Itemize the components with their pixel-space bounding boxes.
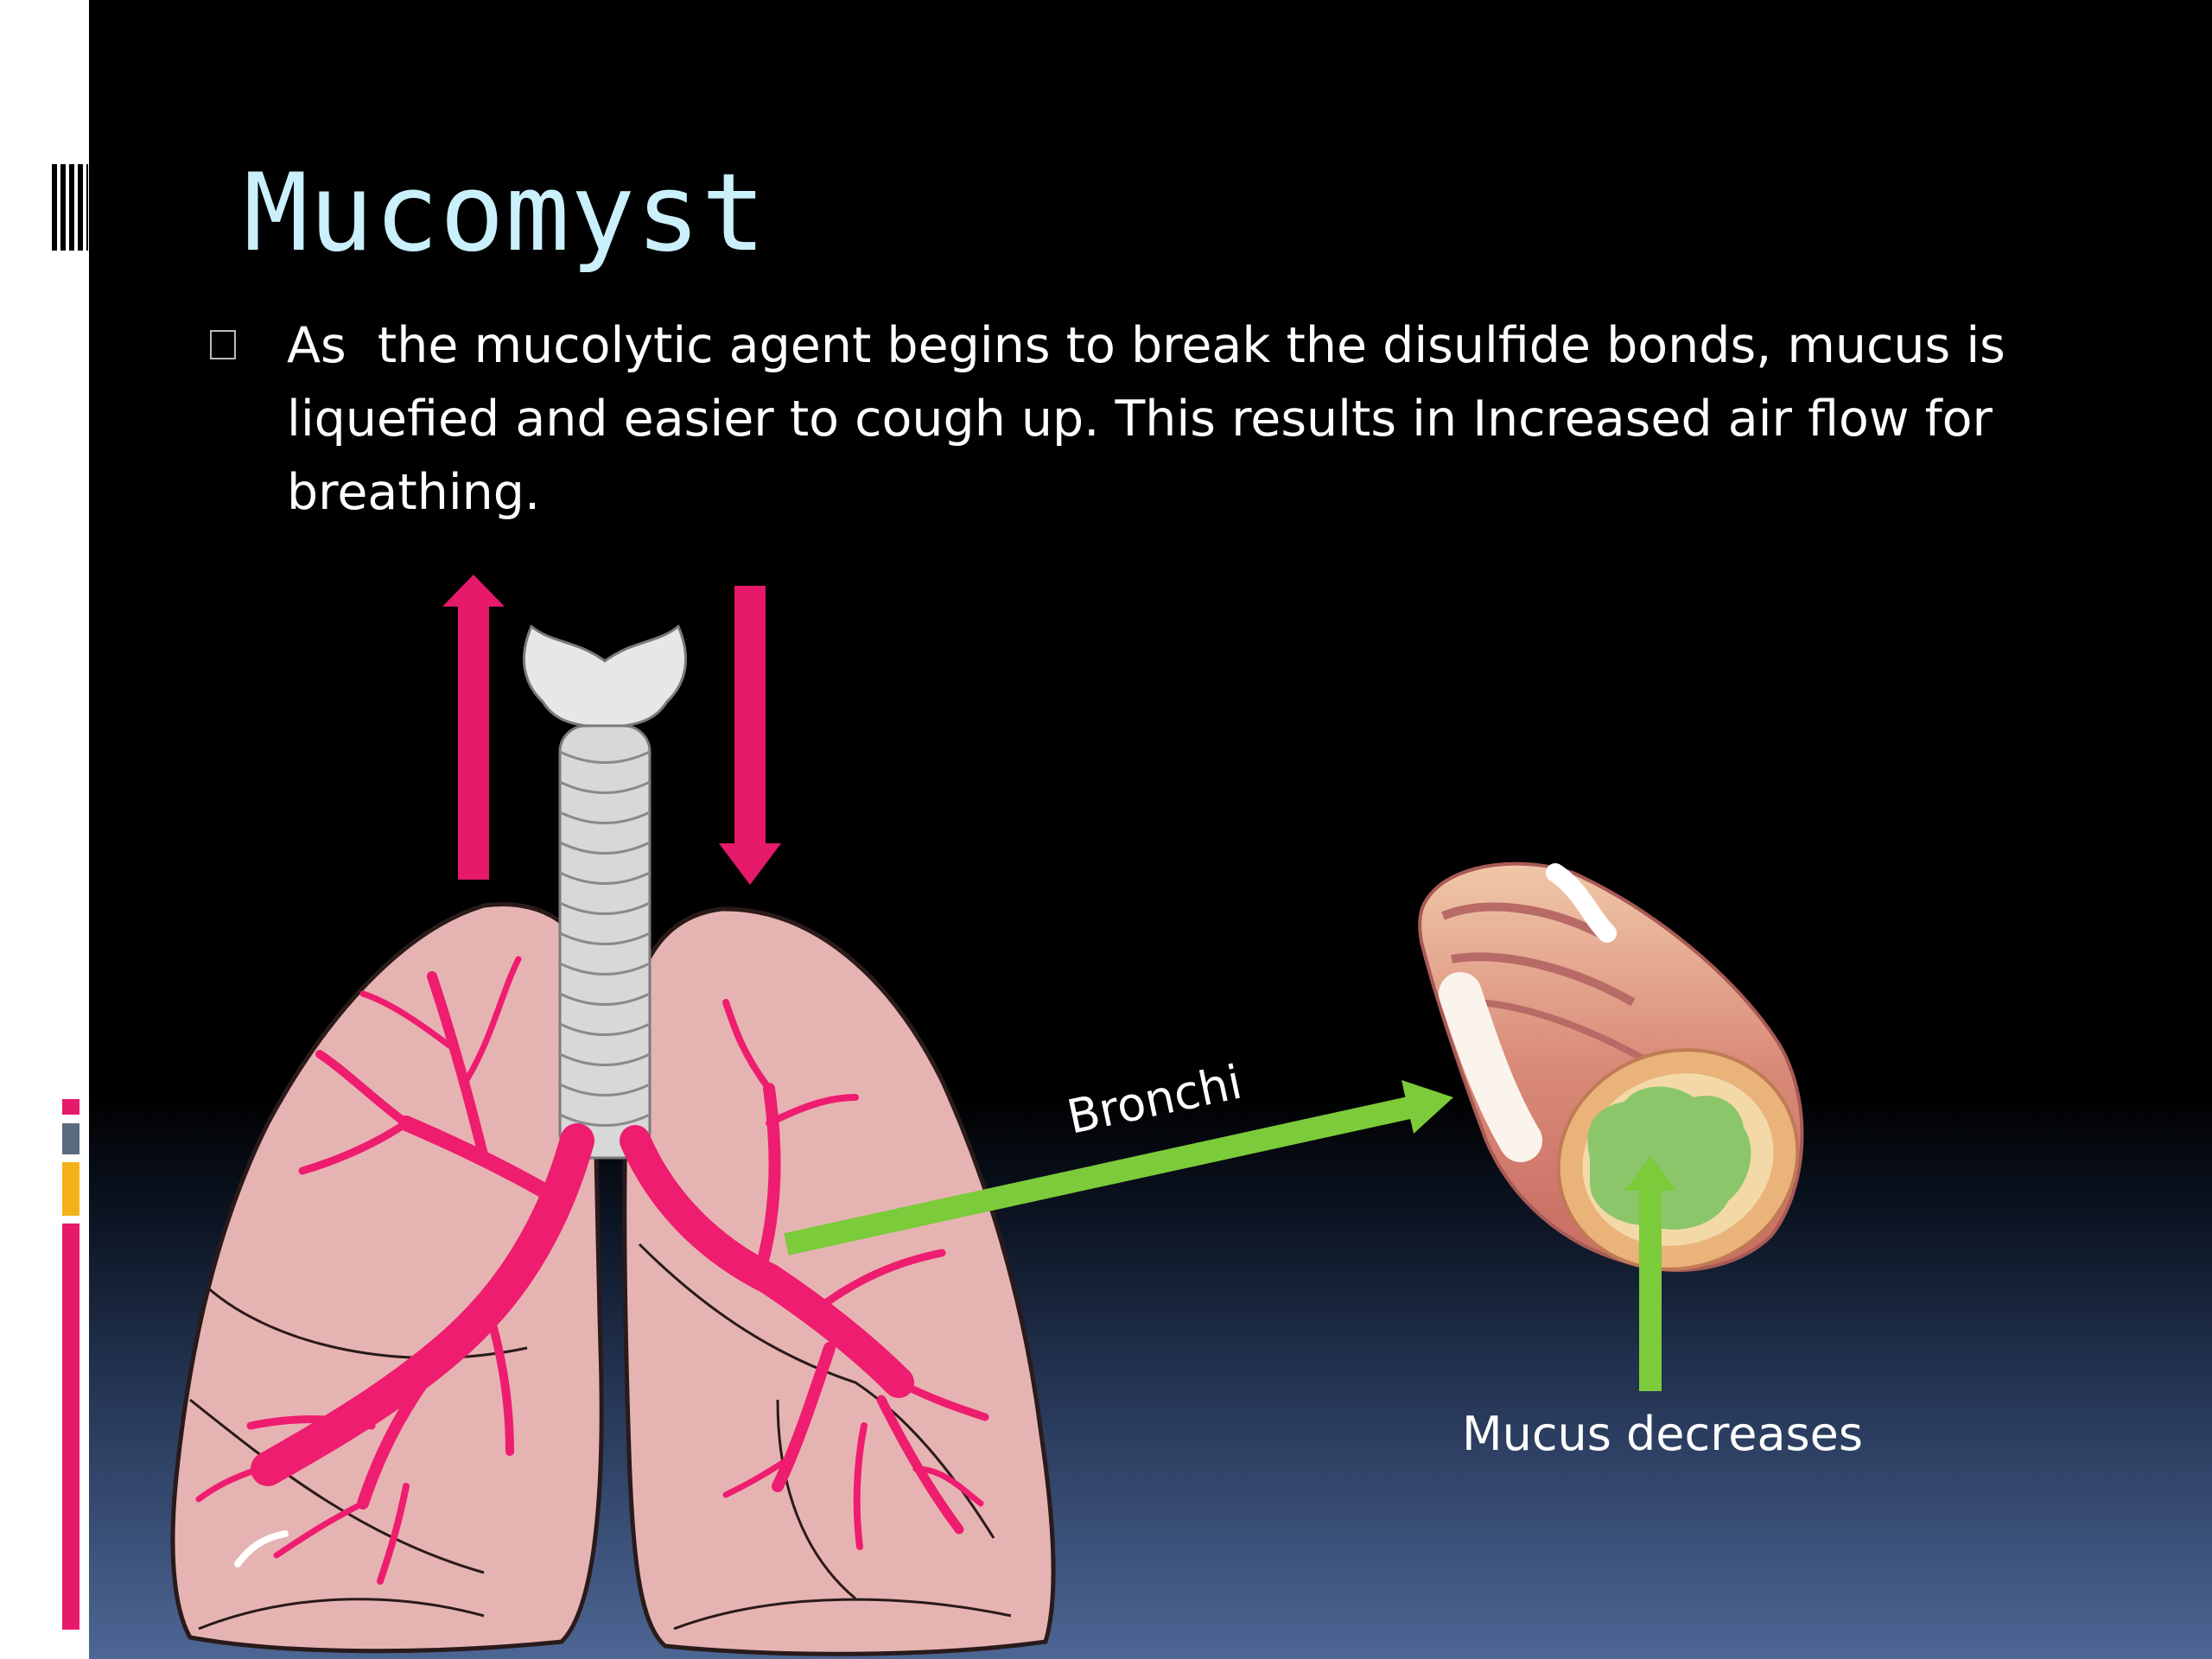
mucus-pointer-arrow [1624, 1156, 1676, 1391]
accent-bar-pink-small [62, 1099, 79, 1115]
mucus-plug [1587, 1086, 1751, 1230]
accent-bar-yellow [62, 1162, 79, 1216]
airflow-in-arrow [719, 586, 781, 885]
bronchus-cross-section-illustration [1418, 861, 1804, 1272]
accent-bar-pink-long [62, 1224, 79, 1630]
mucus-decreases-label: Mucus decreases [1462, 1407, 1863, 1461]
bronchi-pointer-arrow [784, 1080, 1453, 1255]
airflow-out-arrow [442, 575, 505, 880]
bullet-text: As the mucolytic agent begins to break t… [287, 317, 2005, 521]
slide-title: Mucomyst [244, 151, 767, 276]
left-decoration-strip [0, 0, 89, 1659]
bronchi-label: Bronchi [1063, 1055, 1247, 1145]
accent-bar-gray [62, 1123, 79, 1154]
trachea-illustration [522, 624, 688, 1160]
barcode-mark [52, 164, 88, 251]
bullet-marker [210, 330, 236, 359]
bronchial-tree [195, 956, 989, 1585]
